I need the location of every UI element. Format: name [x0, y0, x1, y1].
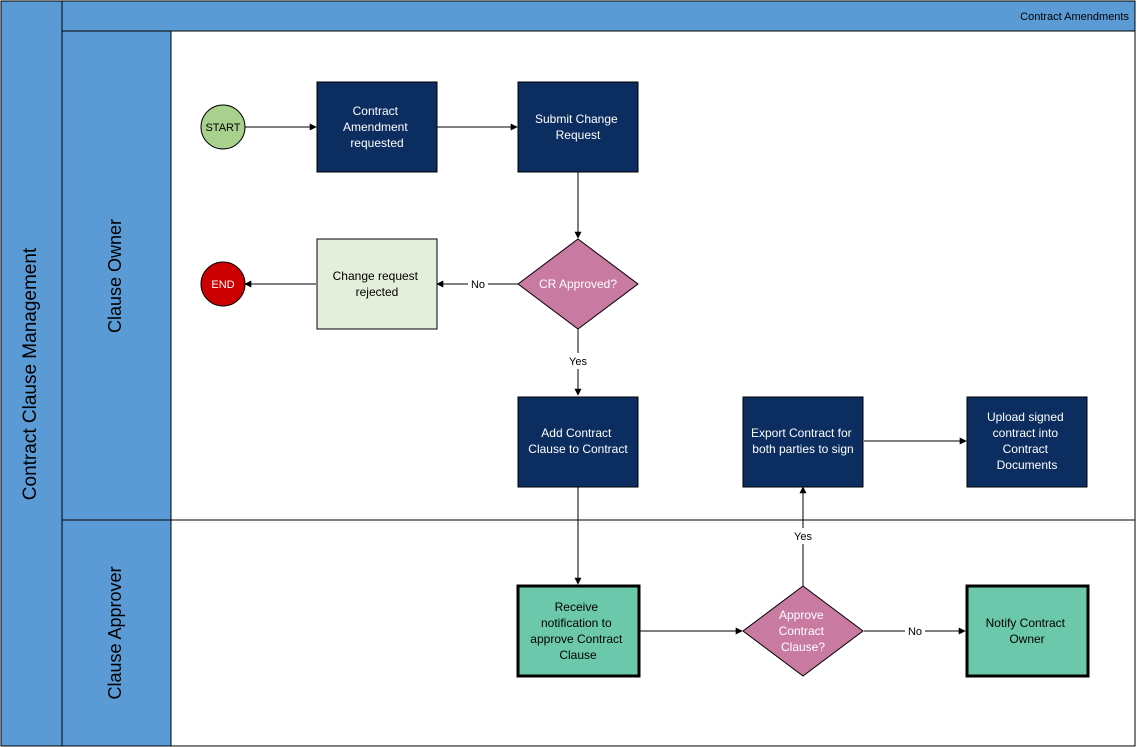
- task-label-line: Add Contract: [541, 426, 612, 440]
- task-label-line: Export Contract for: [751, 426, 852, 440]
- decision-label-line: Approve: [779, 608, 824, 622]
- task-label-line: both parties to sign: [752, 442, 853, 456]
- svg-text:CR Approved?: CR Approved?: [539, 277, 617, 291]
- end-event[interactable]: END: [200, 261, 246, 307]
- pool-title: Contract Clause Management: [20, 247, 41, 500]
- task-label-line: Change request: [333, 269, 419, 283]
- task-upload-signed-contract[interactable]: Upload signed contract into Contract Doc…: [966, 396, 1088, 488]
- edge-label-cr-no: No: [471, 279, 485, 291]
- svg-text:Receive notification to: Receive notification to approve Contract…: [530, 600, 625, 662]
- task-label-line: Contract: [1003, 442, 1049, 456]
- start-label: START: [205, 122, 240, 134]
- task-label-line: Upload signed: [987, 410, 1064, 424]
- task-label-line: requested: [350, 136, 403, 150]
- task-label-line: Documents: [997, 458, 1058, 472]
- lane-clause-owner-title: Clause Owner: [105, 219, 125, 333]
- task-label-line: Clause to Contract: [528, 442, 628, 456]
- edge-label-cr-yes: Yes: [569, 356, 587, 368]
- svg-text:Upload signed contract i: Upload signed contract into Contract Doc…: [987, 410, 1067, 472]
- task-label-line: Amendment: [343, 120, 408, 134]
- task-notify-contract-owner[interactable]: Notify Contract Owner: [965, 584, 1090, 678]
- lane-clause-approver-title: Clause Approver: [105, 566, 125, 699]
- task-label-line: rejected: [356, 285, 399, 299]
- task-export-contract[interactable]: Export Contract for both parties to sign: [742, 396, 864, 488]
- task-label-line: Receive: [555, 600, 599, 614]
- decision-label-line: Clause?: [781, 640, 825, 654]
- task-change-request-rejected[interactable]: Change request rejected: [316, 238, 438, 330]
- task-add-contract-clause[interactable]: Add Contract Clause to Contract: [517, 396, 639, 488]
- svg-text:Submit Change Request: Submit Change Request: [535, 112, 621, 142]
- decision-cr-approved[interactable]: CR Approved?: [517, 238, 639, 330]
- task-label-line: Contract: [353, 104, 399, 118]
- task-label-line: Notify Contract: [986, 616, 1066, 630]
- task-label-line: Submit Change: [535, 112, 618, 126]
- end-label: END: [211, 279, 234, 291]
- edges: [244, 123, 967, 635]
- svg-text:Contract Amendment: Contract Amendment requested: [343, 104, 411, 150]
- pool-header-bar: [61, 0, 1136, 32]
- task-label-line: Clause: [559, 648, 597, 662]
- task-label-line: notification to: [541, 616, 612, 630]
- task-submit-change-request[interactable]: Submit Change Request: [517, 81, 639, 173]
- svg-text:Approve Contract C: Approve Contract Clause?: [779, 608, 828, 654]
- lane-clause-approver-header: [61, 519, 172, 747]
- decision-approve-contract-clause[interactable]: Approve Contract Clause?: [742, 585, 864, 677]
- task-contract-amendment-requested[interactable]: Contract Amendment requested: [316, 81, 438, 173]
- pool-title-bar: [0, 0, 63, 747]
- task-label-line: contract into: [993, 426, 1059, 440]
- task-label-line: Request: [556, 128, 601, 142]
- task-label-line: Owner: [1009, 632, 1044, 646]
- svg-text:Change request rejected: Change request rejected: [333, 269, 422, 299]
- start-event[interactable]: START: [200, 104, 246, 150]
- task-label-line: approve Contract: [530, 632, 623, 646]
- lane-clause-owner-header: [61, 30, 172, 521]
- svg-text:Notify Contract Owner: Notify Contract Owner: [986, 616, 1069, 646]
- edge-label-approve-yes: Yes: [794, 531, 812, 543]
- edge-label-approve-no: No: [908, 626, 922, 638]
- edge-labels: No Yes Yes No: [468, 276, 925, 639]
- pool-header-label: Contract Amendments: [1020, 11, 1129, 23]
- svg-text:Add Contract Clause to C: Add Contract Clause to Contract: [528, 426, 628, 456]
- decision-label-line: Contract: [779, 624, 825, 638]
- task-receive-notification[interactable]: Receive notification to approve Contract…: [516, 584, 641, 678]
- decision-label-line: CR Approved?: [539, 277, 617, 291]
- svg-text:Export Contract for both: Export Contract for both parties to sign: [751, 426, 855, 456]
